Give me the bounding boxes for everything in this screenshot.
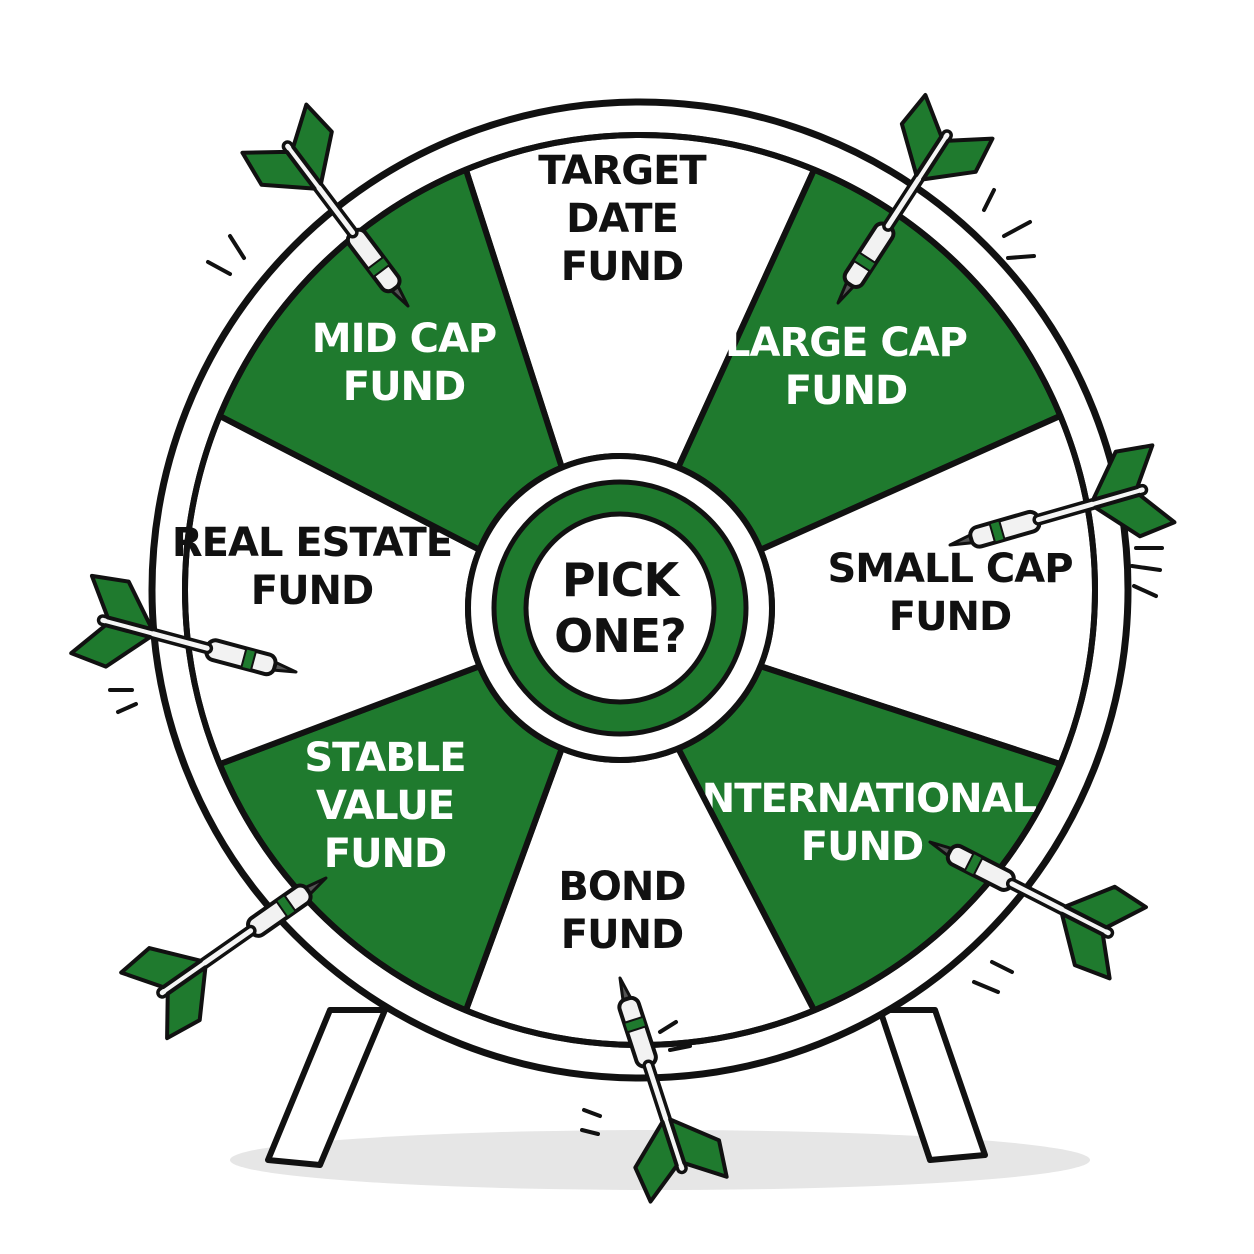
segment-label-small-cap-line1: SMALL CAP bbox=[827, 546, 1072, 592]
segment-label-bond-line1: BOND bbox=[558, 864, 685, 910]
impact-mark bbox=[658, 1020, 678, 1034]
impact-mark bbox=[228, 234, 246, 260]
hub-inner-circle bbox=[523, 511, 717, 705]
segment-label-mid-cap-line2: FUND bbox=[343, 364, 465, 410]
impact-mark bbox=[582, 1108, 602, 1118]
wheel-stand bbox=[265, 1007, 988, 1168]
segment-label-international-line1: INTERNATIONAL bbox=[688, 776, 1037, 822]
segment-label-stable-value-line1: STABLE bbox=[304, 735, 465, 781]
segment-label-international-line2: FUND bbox=[801, 824, 923, 870]
impact-mark bbox=[668, 1044, 692, 1052]
dart-top-left-icon bbox=[240, 102, 410, 308]
impact-mark bbox=[580, 1128, 600, 1136]
dart-right-icon bbox=[948, 443, 1177, 549]
segment-label-target-date-line3: FUND bbox=[561, 244, 683, 290]
impact-mark bbox=[116, 702, 138, 714]
segment-label-real-estate-line1: REAL ESTATE bbox=[172, 520, 452, 566]
impact-mark bbox=[972, 980, 1000, 994]
segment-label-mid-cap-line1: MID CAP bbox=[312, 316, 496, 362]
impact-mark bbox=[1002, 220, 1032, 238]
segment-label-small-cap-line2: FUND bbox=[889, 594, 1011, 640]
segment-label-target-date-line1: TARGET bbox=[538, 148, 707, 194]
stand-leg-left bbox=[265, 1007, 388, 1168]
segment-label-bond-line2: FUND bbox=[561, 912, 683, 958]
center-label-line1: PICK bbox=[562, 553, 682, 607]
dart-top-right-icon bbox=[836, 93, 995, 305]
impact-mark bbox=[206, 260, 232, 276]
center-label-line2: ONE? bbox=[554, 609, 686, 663]
segment-label-real-estate-line2: FUND bbox=[251, 568, 373, 614]
impact-mark bbox=[1132, 584, 1158, 598]
impact-mark bbox=[1006, 254, 1036, 260]
dart-left-icon bbox=[69, 573, 298, 677]
dart-bottom-icon bbox=[617, 976, 729, 1204]
segment-label-stable-value-line3: FUND bbox=[324, 831, 446, 877]
impact-marks bbox=[108, 188, 1164, 1136]
impact-mark bbox=[982, 188, 996, 212]
segment-label-large-cap-line1: LARGE CAP bbox=[725, 320, 967, 366]
center-hub[interactable]: PICK ONE? bbox=[465, 453, 775, 763]
impact-mark bbox=[990, 960, 1014, 974]
dart-bottom-left-icon bbox=[119, 876, 328, 1041]
segment-label-target-date-line2: DATE bbox=[566, 196, 678, 242]
segment-label-large-cap-line2: FUND bbox=[785, 368, 907, 414]
stand-leg-right bbox=[877, 1007, 988, 1163]
dart-bottom-right-icon bbox=[928, 840, 1148, 981]
segment-label-stable-value-line2: VALUE bbox=[316, 783, 454, 829]
impact-mark bbox=[1130, 564, 1162, 572]
